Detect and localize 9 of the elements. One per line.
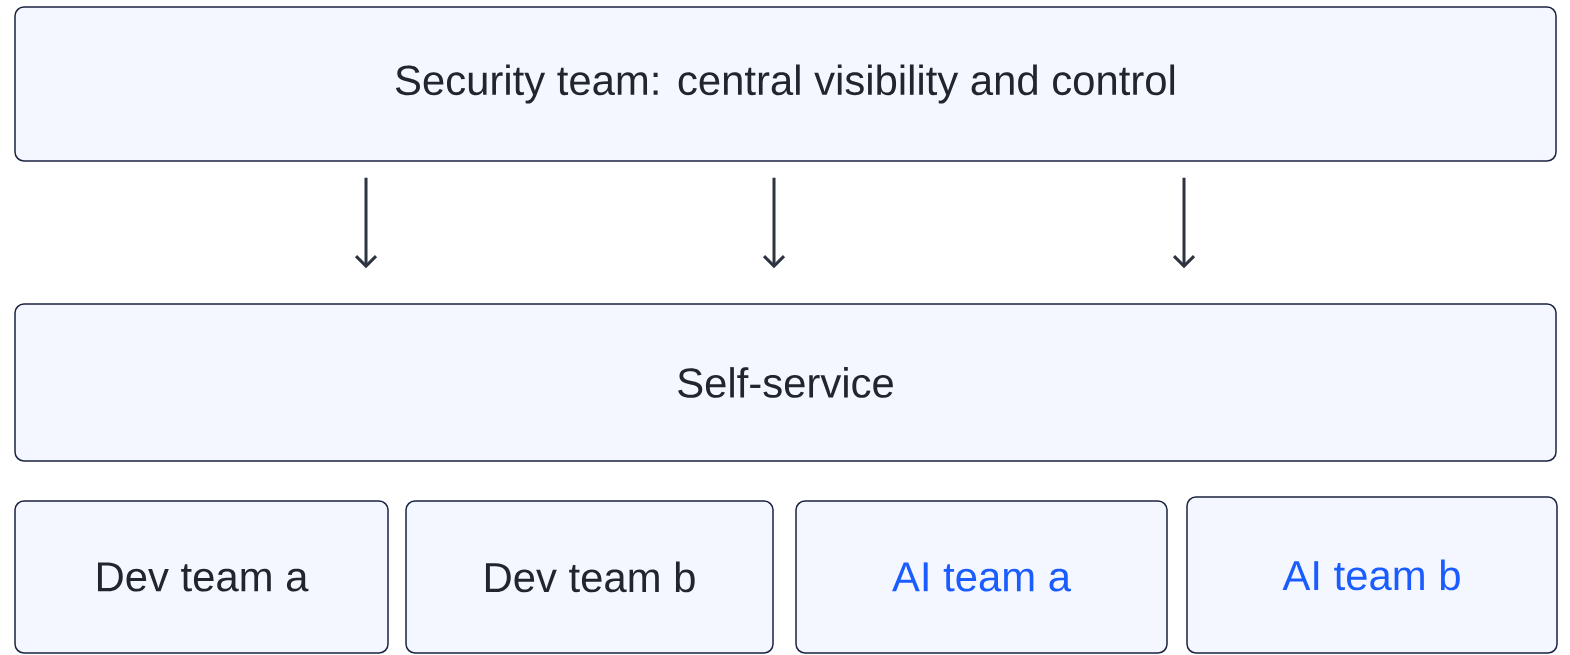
- team-box: AI team b: [1186, 496, 1558, 654]
- team-box: Dev team b: [405, 500, 774, 654]
- team-box: AI team a: [795, 500, 1168, 654]
- header-box: Security team: central visibility and control: [14, 6, 1557, 162]
- team-box: Dev team a: [14, 500, 389, 654]
- layer-box: Self-service: [14, 303, 1557, 462]
- arrow: [354, 177, 378, 269]
- arrow: [1172, 177, 1196, 269]
- arrow: [762, 177, 786, 269]
